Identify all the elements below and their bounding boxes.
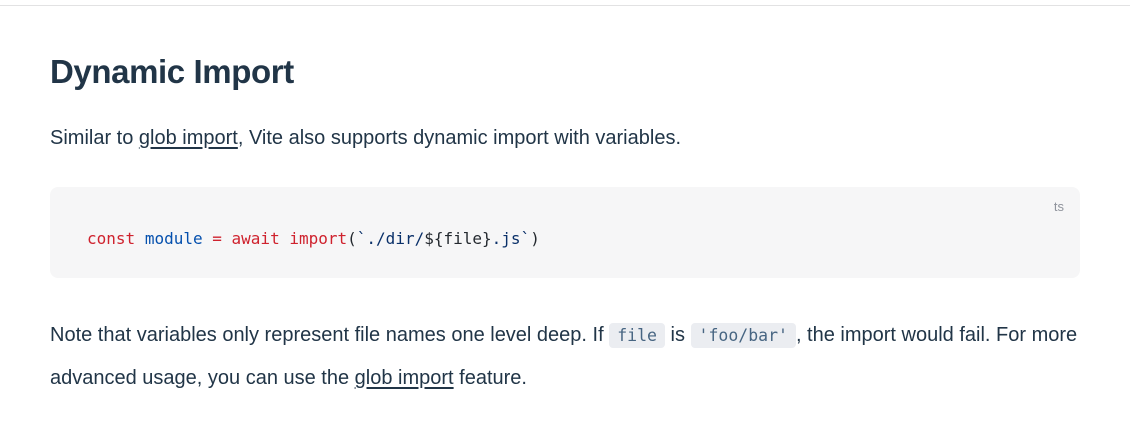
code-token <box>135 229 145 248</box>
code-line: const module = await import(`./dir/${fil… <box>87 229 540 248</box>
doc-page: Dynamic Import Similar to glob import, V… <box>0 5 1130 400</box>
code-token: `./dir/ <box>356 229 425 248</box>
note-text-1: Note that variables only represent file … <box>50 324 610 346</box>
note-text-3: , the import would fail. For more advanc… <box>50 324 1078 389</box>
intro-text-before: Similar to <box>50 127 139 149</box>
code-token: await <box>231 229 280 248</box>
note-text-4: feature. <box>453 367 527 389</box>
page-title: Dynamic Import <box>50 53 294 90</box>
code-block: ts const module = await import(`./dir/${… <box>50 187 1080 278</box>
code-pre: const module = await import(`./dir/${fil… <box>50 187 1080 278</box>
code-token: ${file} <box>424 229 492 248</box>
intro-text-after: , Vite also supports dynamic import with… <box>237 127 681 149</box>
code-token <box>203 229 213 248</box>
glob-import-link-2[interactable]: glob import <box>354 367 454 389</box>
code-token: .js` <box>491 229 531 248</box>
code-token: ) <box>530 229 540 248</box>
note-paragraph: Note that variables only represent file … <box>50 314 1080 400</box>
code-token: ( <box>347 229 357 248</box>
section-divider <box>0 5 1130 6</box>
note-text-2: is <box>664 324 691 346</box>
code-token: import <box>289 229 348 248</box>
code-token: = <box>212 229 222 248</box>
code-token <box>222 229 232 248</box>
inline-code-file: file <box>609 323 665 348</box>
code-language-label: ts <box>1053 199 1064 214</box>
code-token: const <box>87 229 136 248</box>
glob-import-link[interactable]: glob import <box>138 127 238 149</box>
doc-content: Dynamic Import Similar to glob import, V… <box>0 50 1130 400</box>
code-token: module <box>144 229 203 248</box>
code-token <box>280 229 290 248</box>
inline-code-foobar: 'foo/bar' <box>690 323 796 348</box>
intro-paragraph: Similar to glob import, Vite also suppor… <box>50 123 1080 153</box>
